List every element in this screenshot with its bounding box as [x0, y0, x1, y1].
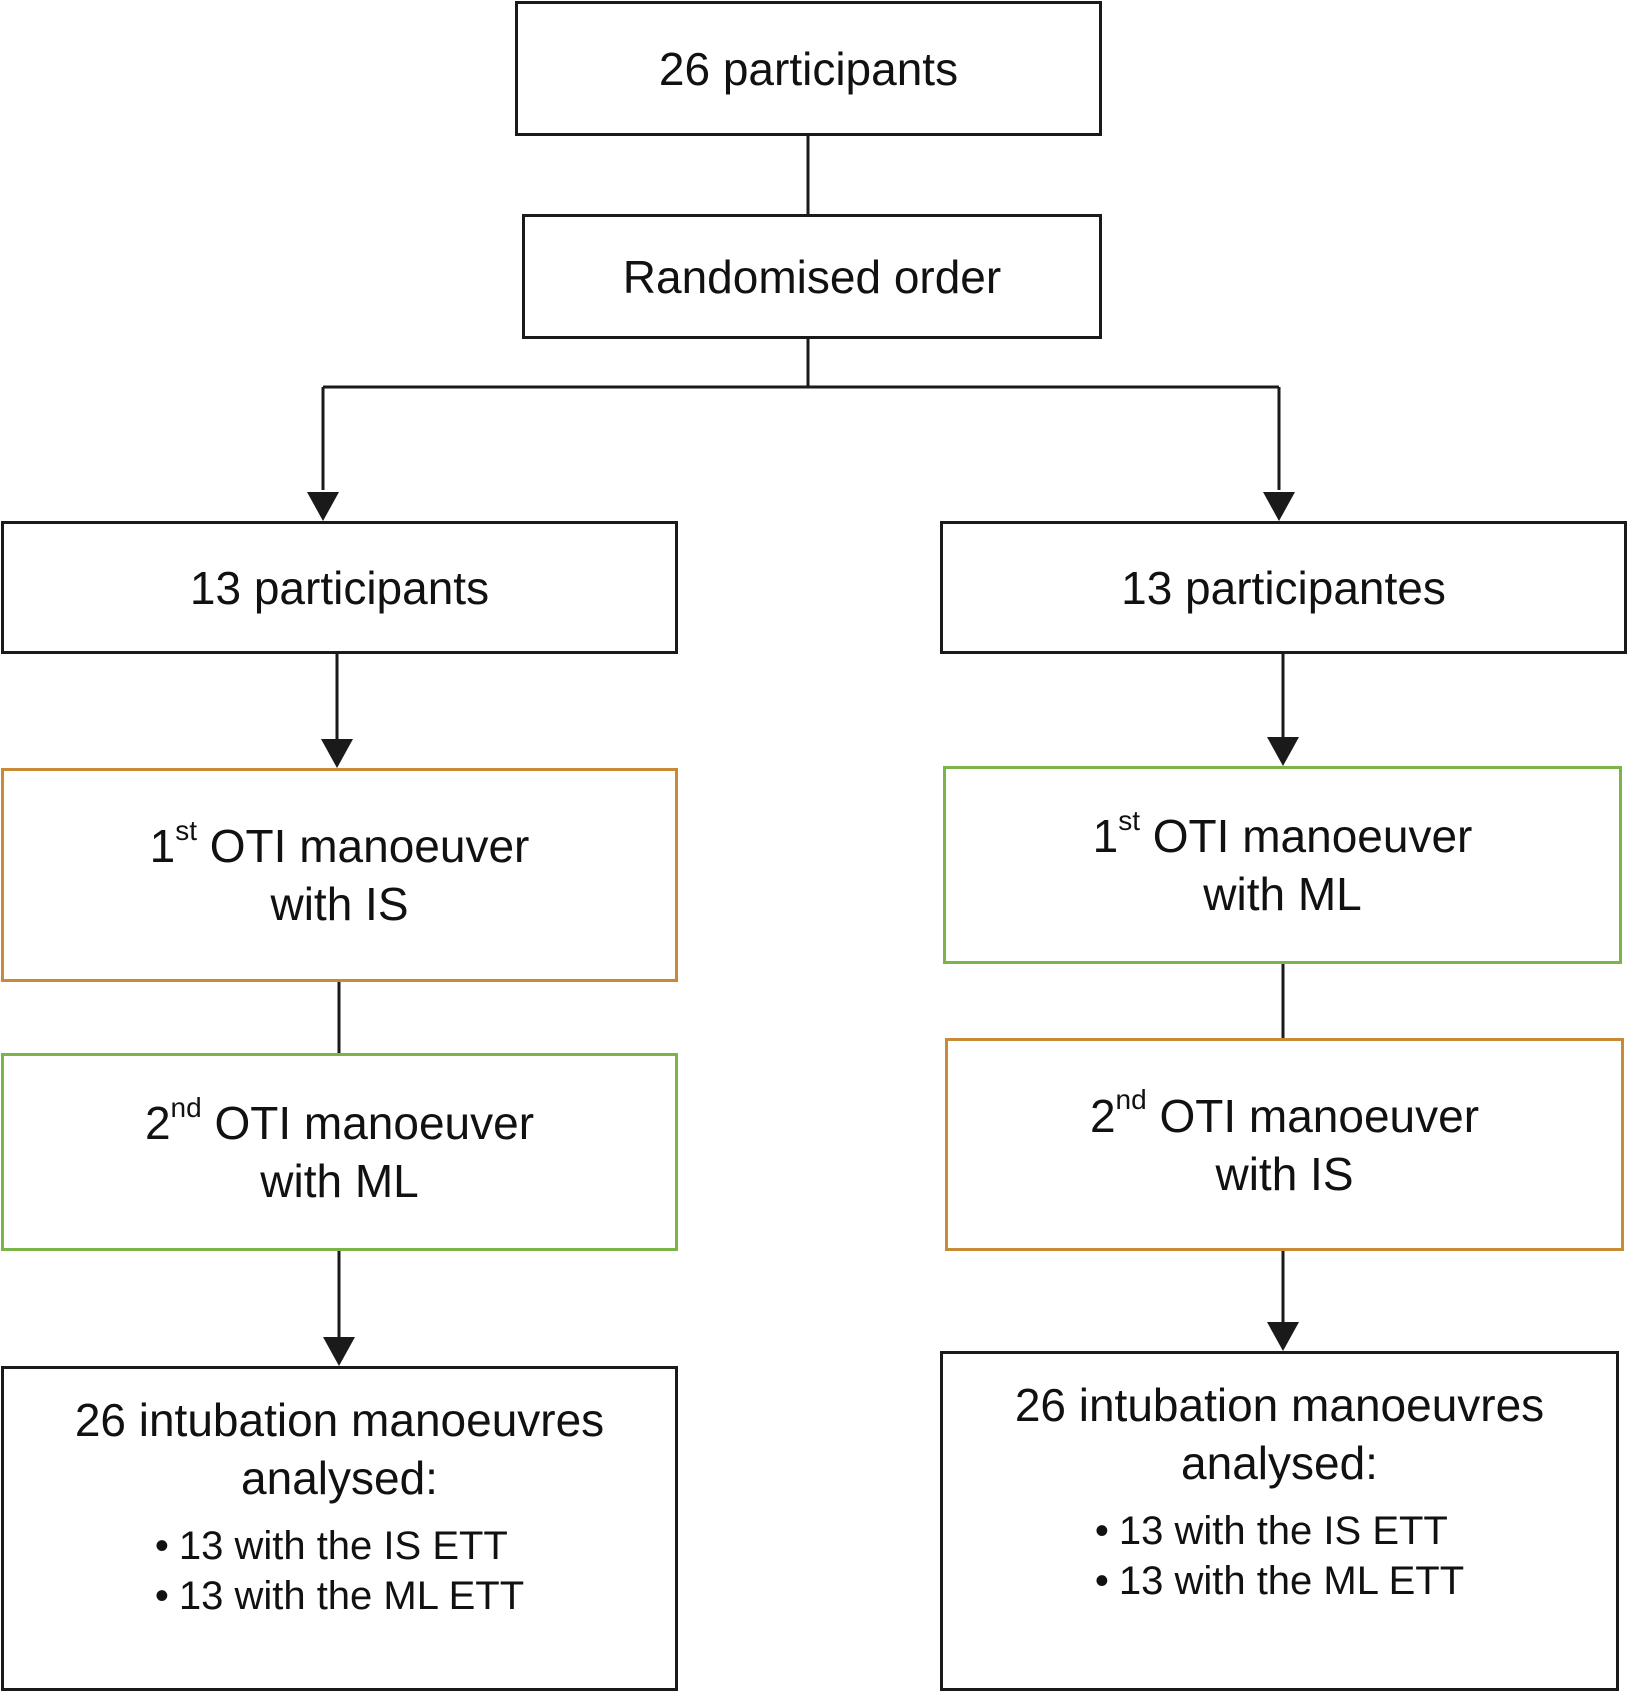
- arrowhead-right-first: [1267, 737, 1299, 766]
- right-result-subtitle: analysed:: [1181, 1437, 1378, 1489]
- left-second-manoeuver-device: with ML: [260, 1155, 419, 1207]
- left-group-label: 13 participants: [189, 561, 490, 614]
- left-group-box: 13 participants: [1, 521, 678, 654]
- arrowhead-left-first: [321, 739, 353, 768]
- left-second-manoeuver-box: 2nd OTI manoeuver with ML: [1, 1053, 678, 1251]
- left-result-title: 26 intubation manoeuvres: [74, 1394, 605, 1446]
- right-group-box: 13 participantes: [940, 521, 1627, 654]
- left-first-manoeuver-box: 1st OTI manoeuver with IS: [1, 768, 678, 982]
- right-result-list: 13 with the IS ETT 13 with the ML ETT: [1095, 1506, 1464, 1606]
- randomised-order-label: Randomised order: [622, 250, 1002, 303]
- left-result-subtitle: analysed:: [241, 1452, 438, 1504]
- participants-total-label: 26 participants: [658, 42, 959, 95]
- right-result-box: 26 intubation manoeuvres analysed: 13 wi…: [940, 1351, 1619, 1691]
- right-second-manoeuver-title: 2nd OTI manoeuver: [1089, 1084, 1480, 1142]
- right-result-title: 26 intubation manoeuvres: [1014, 1379, 1545, 1431]
- arrowhead-left-result: [323, 1337, 355, 1366]
- arrowhead-right-group: [1263, 492, 1295, 521]
- randomised-order-box: Randomised order: [522, 214, 1102, 339]
- list-item: 13 with the IS ETT: [155, 1521, 524, 1571]
- left-result-box: 26 intubation manoeuvres analysed: 13 wi…: [1, 1366, 678, 1691]
- right-group-label: 13 participantes: [1121, 561, 1446, 614]
- list-item: 13 with the ML ETT: [155, 1571, 524, 1621]
- arrowhead-right-result: [1267, 1322, 1299, 1351]
- left-first-manoeuver-device: with IS: [270, 878, 409, 930]
- right-first-manoeuver-box: 1st OTI manoeuver with ML: [943, 766, 1622, 964]
- arrowhead-left-group: [307, 492, 339, 521]
- list-item: 13 with the ML ETT: [1095, 1556, 1464, 1606]
- left-second-manoeuver-title: 2nd OTI manoeuver: [144, 1091, 535, 1149]
- left-result-list: 13 with the IS ETT 13 with the ML ETT: [155, 1521, 524, 1621]
- right-first-manoeuver-title: 1st OTI manoeuver: [1092, 804, 1473, 862]
- right-second-manoeuver-device: with IS: [1215, 1147, 1354, 1200]
- left-first-manoeuver-title: 1st OTI manoeuver: [149, 814, 530, 872]
- right-second-manoeuver-box: 2nd OTI manoeuver with IS: [945, 1038, 1624, 1251]
- right-first-manoeuver-device: with ML: [1203, 868, 1362, 920]
- list-item: 13 with the IS ETT: [1095, 1506, 1464, 1556]
- participants-total-box: 26 participants: [515, 1, 1102, 136]
